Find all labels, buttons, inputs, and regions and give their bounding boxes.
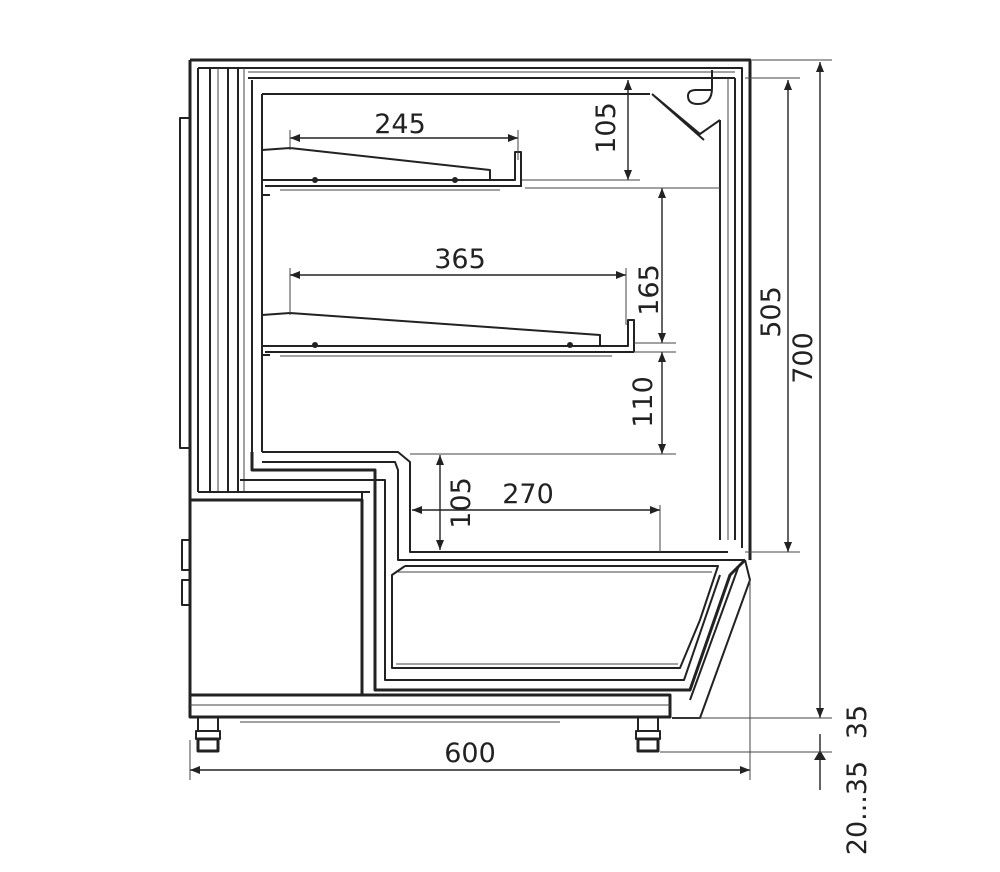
dim-label-700: 700 bbox=[788, 332, 819, 384]
cabinet-outline bbox=[179, 58, 752, 753]
dimension-lines bbox=[189, 59, 832, 790]
step-inner-2 bbox=[262, 461, 745, 561]
tank-line bbox=[391, 565, 719, 669]
step-outline-outer bbox=[250, 452, 747, 692]
tank-line-inner bbox=[396, 571, 712, 665]
front-glass-top-bracket bbox=[651, 93, 721, 141]
shelf-top bbox=[261, 147, 522, 196]
dim-label-270: 270 bbox=[502, 479, 554, 510]
dim-label-245: 245 bbox=[374, 109, 426, 140]
dim-label-505: 505 bbox=[756, 286, 787, 338]
switch-1 bbox=[181, 539, 191, 571]
top-frame bbox=[190, 58, 752, 560]
shelf-middle bbox=[261, 312, 635, 357]
switch-2 bbox=[181, 579, 191, 606]
dim-label-600: 600 bbox=[444, 738, 496, 769]
compressor-box bbox=[188, 498, 364, 697]
foot-left bbox=[195, 716, 221, 753]
dim-label-365: 365 bbox=[434, 244, 486, 275]
step-outline-mid bbox=[262, 451, 728, 553]
front-bottom-wall bbox=[672, 559, 751, 719]
dim-label-110: 110 bbox=[628, 376, 659, 428]
base-plinth bbox=[188, 693, 672, 719]
dim-label-35: 35 bbox=[842, 705, 873, 739]
dimension-labels: 245 365 270 105 165 110 105 505 700 35 2… bbox=[374, 102, 873, 855]
front-bottom-wall-inner bbox=[689, 567, 739, 701]
top-frame-inner bbox=[198, 67, 743, 548]
step-outline-inner bbox=[240, 479, 721, 681]
dim-label-165: 165 bbox=[634, 264, 665, 316]
top-hook bbox=[687, 70, 713, 105]
dim-label-105-top: 105 bbox=[591, 102, 622, 154]
dim-label-105-base: 105 bbox=[446, 477, 477, 529]
dim-label-20-35: 20...35 bbox=[842, 761, 873, 855]
foot-right bbox=[635, 716, 661, 753]
door-handle bbox=[179, 117, 191, 449]
